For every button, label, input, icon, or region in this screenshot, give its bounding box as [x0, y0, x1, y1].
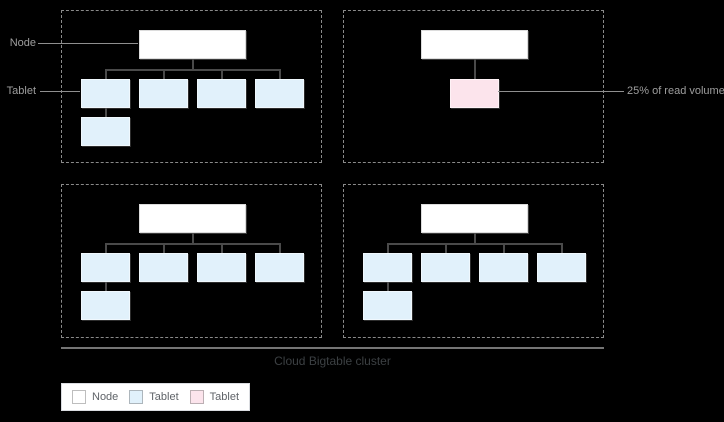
- tablet-leader-line: [40, 91, 80, 92]
- connector-rail-line: [105, 243, 280, 245]
- tablet-box: [479, 253, 528, 282]
- node-quadrant-top-right: [343, 10, 604, 163]
- tablet-connector-line: [105, 69, 107, 79]
- tablet-connector-line: [221, 243, 223, 253]
- tablet-box: [255, 253, 304, 282]
- legend-item: Tablet: [129, 390, 179, 404]
- extra-tablet-connector-line: [105, 108, 107, 117]
- cluster-bracket-line: [61, 347, 604, 349]
- connector-rail-line: [387, 243, 562, 245]
- legend-item-label: Tablet: [209, 391, 240, 403]
- tablet-box: [537, 253, 586, 282]
- tablet-box: [363, 253, 412, 282]
- extra-tablet-connector-line: [105, 282, 107, 291]
- read-volume-leader-line: [498, 91, 624, 92]
- tablet-box: [255, 79, 304, 108]
- node-quadrant-bottom-left: [61, 184, 322, 338]
- tablet-box: [139, 79, 188, 108]
- legend-swatch-node-0: [72, 390, 86, 404]
- node-connector-line: [192, 59, 194, 69]
- tablet-connector-line: [279, 69, 281, 79]
- node-box: [421, 204, 528, 233]
- legend-swatch-tablet-2: [189, 390, 204, 404]
- extra-tablet-connector-line: [387, 282, 389, 291]
- tablet-box: [139, 253, 188, 282]
- node-quadrant-bottom-right: [343, 184, 604, 338]
- tablet-connector-line: [503, 243, 505, 253]
- tablet-connector-line: [221, 69, 223, 79]
- tablet-connector-line: [163, 69, 165, 79]
- tablet-annotation-label: Tablet: [6, 85, 36, 97]
- tablet-connector-line: [445, 243, 447, 253]
- legend-item: Tablet: [189, 390, 240, 404]
- node-box: [139, 204, 246, 233]
- node-leader-line: [38, 43, 138, 44]
- tablet-box: [81, 253, 130, 282]
- tablet-box: [81, 79, 130, 108]
- connector-rail-line: [105, 69, 280, 71]
- read-volume-label: 25% of read volume: [627, 85, 724, 97]
- tablet-connector-line: [561, 243, 563, 253]
- legend-item-label: Tablet: [149, 391, 179, 403]
- tablet-connector-line: [279, 243, 281, 253]
- tablet-connector-line: [163, 243, 165, 253]
- hot-tablet-box: [450, 79, 499, 108]
- node-annotation-label: Node: [9, 37, 36, 49]
- tablet-box: [363, 291, 412, 320]
- tablet-box: [197, 79, 246, 108]
- legend-item: Node: [72, 390, 118, 404]
- node-box: [139, 30, 246, 59]
- tablet-connector-line: [387, 243, 389, 253]
- tablet-connector-line: [105, 243, 107, 253]
- node-connector-line: [474, 233, 476, 243]
- cluster-label: Cloud Bigtable cluster: [274, 354, 391, 368]
- node-connector-line: [192, 233, 194, 243]
- node-connector-line: [474, 59, 476, 79]
- tablet-box: [197, 253, 246, 282]
- legend: Node Tablet Tablet: [61, 383, 251, 411]
- legend-swatch-tablet-1: [129, 390, 144, 404]
- tablet-box: [421, 253, 470, 282]
- node-box: [421, 30, 528, 59]
- legend-item-label: Node: [92, 391, 119, 403]
- node-quadrant-top-left: [61, 10, 322, 163]
- tablet-box: [81, 117, 130, 146]
- tablet-box: [81, 291, 130, 320]
